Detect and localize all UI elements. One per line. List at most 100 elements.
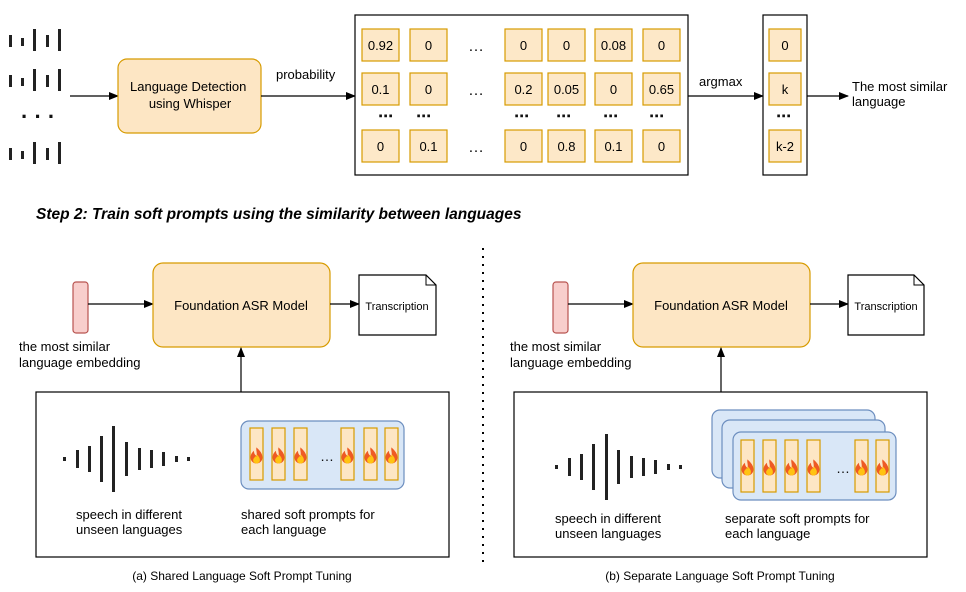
matrix-cell	[642, 129, 681, 163]
prompts-label: shared soft prompts for each language	[241, 507, 378, 537]
prompts-label: separate soft prompts for each language	[725, 511, 873, 541]
matrix-cell-value: 0.05	[554, 82, 579, 97]
caption-b: (b) Separate Language Soft Prompt Tuning	[605, 569, 834, 583]
soft-prompt-tokens: …	[249, 427, 399, 481]
soft-prompt-token	[854, 439, 869, 493]
matrix-cell-value: 0.92	[368, 38, 393, 53]
soft-prompt-token	[363, 427, 378, 481]
embedding-label: the most similar language embedding	[19, 339, 140, 370]
matrix-cell-value: 0.8	[557, 139, 575, 154]
speech-label: speech in different unseen languages	[555, 511, 665, 541]
rows-ellipsis: · · ·	[21, 104, 55, 129]
matrix-vdots: ⋯	[514, 108, 529, 125]
soft-prompt-token	[249, 427, 264, 481]
speech-label: speech in different unseen languages	[76, 507, 186, 537]
soft-prompt-token	[271, 427, 286, 481]
matrix-vdots: ⋯	[603, 108, 618, 125]
matrix-cell	[409, 28, 448, 62]
prompt-ellipsis: …	[320, 448, 334, 464]
matrix-cell	[361, 28, 400, 62]
matrix-cell	[361, 129, 400, 163]
asr-model-label: Foundation ASR Model	[174, 298, 308, 313]
matrix-cell	[409, 129, 448, 163]
soft-prompt-token	[875, 439, 890, 493]
result-cell-value: k-2	[776, 139, 794, 154]
matrix-cell-value: 0	[377, 139, 384, 154]
matrix-cell-value: 0	[658, 38, 665, 53]
matrix-cell	[547, 129, 586, 163]
matrix-cell	[504, 72, 543, 106]
matrix-vdots: ⋯	[416, 108, 431, 125]
step2-title: Step 2: Train soft prompts using the sim…	[36, 206, 522, 223]
matrix-cell	[547, 72, 586, 106]
waveform-icon	[63, 426, 190, 492]
argmax-label: argmax	[699, 74, 743, 89]
audio-clips-group: · · ·	[9, 29, 61, 164]
matrix-cell	[361, 72, 400, 106]
matrix-cell	[504, 129, 543, 163]
matrix-cell-value: 0	[520, 139, 527, 154]
matrix-cell	[409, 72, 448, 106]
language-embedding-token	[552, 281, 569, 334]
matrix-cell-value: 0.1	[419, 139, 437, 154]
soft-prompt-token	[806, 439, 821, 493]
transcription-label: Transcription	[854, 301, 917, 313]
document-icon	[847, 274, 925, 336]
soft-prompt-token	[762, 439, 777, 493]
matrix-cell-value: 0.08	[601, 38, 626, 53]
matrix-cell	[504, 28, 543, 62]
matrix-cell-value: 0	[520, 38, 527, 53]
transcription-label: Transcription	[365, 301, 428, 313]
caption-a: (a) Shared Language Soft Prompt Tuning	[132, 569, 351, 583]
waveform-icon	[9, 142, 61, 164]
matrix-cell	[642, 72, 681, 106]
soft-prompt-tokens: …	[740, 439, 890, 493]
result-cell	[768, 72, 802, 106]
matrix-vdots: ⋯	[378, 108, 393, 125]
soft-prompt-token	[340, 427, 355, 481]
panel-shared: the most similar language embedding Foun…	[19, 262, 450, 583]
result-cell	[768, 129, 802, 163]
matrix-cell-value: 0	[425, 38, 432, 53]
language-embedding-token	[72, 281, 89, 334]
soft-prompt-token	[384, 427, 399, 481]
matrix-cells: 0.92 0 0 0 0.08 0 … 0.1 0 0.2 0.05 0 0.65 … 0 0.1 0 0.8 0.…	[361, 28, 681, 163]
soft-prompt-token	[740, 439, 755, 493]
soft-prompt-token	[293, 427, 308, 481]
matrix-cell-value: 0	[563, 38, 570, 53]
matrix-cell	[642, 28, 681, 62]
matrix-cell-value: 0	[610, 82, 617, 97]
waveform-icon	[9, 29, 61, 51]
matrix-cell	[594, 72, 633, 106]
most-similar-language-label: The most similar language	[852, 79, 951, 109]
matrix-cell	[594, 28, 633, 62]
result-cell-value: 0	[781, 38, 788, 53]
embedding-label: the most similar language embedding	[510, 339, 631, 370]
result-vdots: ⋯	[776, 108, 791, 125]
matrix-cell	[547, 28, 586, 62]
matrix-cell	[594, 129, 633, 163]
matrix-ellipsis: …	[468, 38, 484, 55]
matrix-cell-value: 0.2	[514, 82, 532, 97]
result-cell-value: k	[782, 82, 789, 97]
language-detection-label: Language Detection using Whisper	[130, 79, 250, 111]
document-icon	[358, 274, 437, 336]
matrix-cell-value: 0.1	[604, 139, 622, 154]
matrix-ellipsis: …	[468, 82, 484, 99]
matrix-cell-value: 0	[658, 139, 665, 154]
asr-model-label: Foundation ASR Model	[654, 298, 788, 313]
prompt-ellipsis: …	[836, 460, 850, 476]
matrix-vdots: ⋯	[556, 108, 571, 125]
matrix-ellipsis: …	[468, 139, 484, 156]
matrix-cell-value: 0.65	[649, 82, 674, 97]
waveform-icon	[555, 434, 682, 500]
result-cell	[768, 28, 802, 62]
soft-prompt-token	[784, 439, 799, 493]
panel-separate: the most similar language embedding Foun…	[510, 262, 928, 583]
probability-label: probability	[276, 67, 336, 82]
result-cells: 0 k k-2	[768, 28, 802, 163]
matrix-cell-value: 0.1	[371, 82, 389, 97]
matrix-cell-value: 0	[425, 82, 432, 97]
waveform-icon	[9, 69, 61, 91]
